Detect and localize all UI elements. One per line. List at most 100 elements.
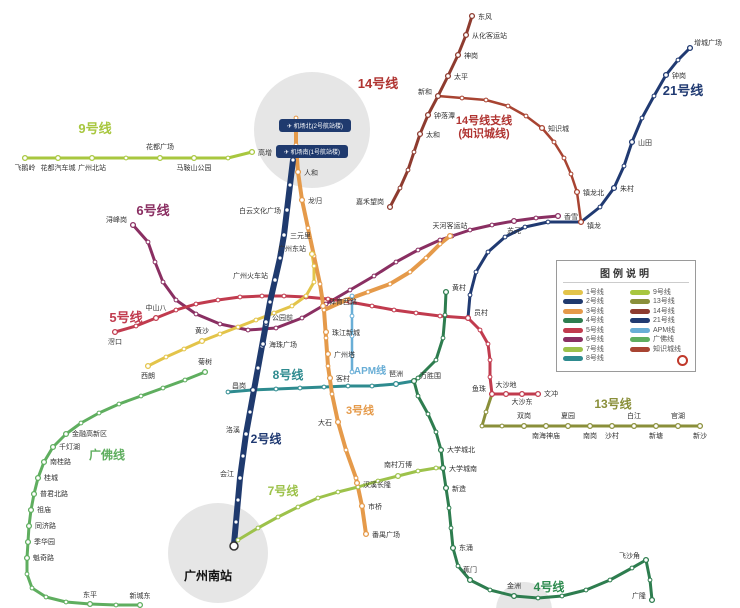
station-dot [241, 454, 245, 458]
station-label-知识城: 知识城 [548, 124, 569, 133]
metro-line-line6 [131, 214, 560, 332]
station-dot [173, 307, 179, 313]
station-dot [433, 465, 439, 471]
station-dot [437, 313, 443, 319]
station-dot [323, 335, 329, 341]
legend-line-swatch-icon [563, 346, 583, 352]
station-dot-双岗 [520, 422, 528, 430]
station-dot-神岗 [454, 51, 462, 59]
line-label-广佛线: 广佛线 [89, 447, 125, 462]
metro-line-line9 [23, 150, 254, 160]
station-dot-东平 [86, 600, 94, 608]
station-dot-官湖 [674, 422, 682, 430]
station-label-苏元: 苏元 [507, 226, 521, 235]
station-dot [349, 353, 355, 359]
legend-row: 5号线 [563, 327, 622, 334]
legend-row: 7号线 [563, 346, 622, 353]
station-dot [305, 225, 311, 231]
station-dot [597, 204, 603, 210]
station-label-大沙东: 大沙东 [512, 397, 533, 406]
station-dot-千灯湖 [49, 443, 57, 451]
station-dot-金融高新区 [62, 430, 70, 438]
station-label-从化客运站: 从化客运站 [472, 31, 507, 40]
station-label-神岗: 神岗 [464, 51, 478, 60]
station-dot [455, 563, 461, 569]
station-dot [369, 303, 375, 309]
station-label-嘉禾望岗: 嘉禾望岗 [356, 197, 384, 206]
station-dot [335, 489, 341, 495]
station-label-新塘: 新塘 [649, 431, 663, 440]
legend-item-label: 5号线 [586, 326, 604, 334]
station-dot [225, 389, 231, 395]
station-dot [256, 366, 260, 370]
station-label-南桂路: 南桂路 [50, 457, 71, 466]
station-dot [621, 163, 627, 169]
station-label-番禺广场: 番禺广场 [372, 530, 400, 539]
station-dot [499, 423, 505, 429]
station-dot [235, 324, 241, 330]
station-label-东涌: 东涌 [459, 543, 473, 552]
highlight-circle-2 [168, 503, 268, 603]
station-dot [629, 565, 635, 571]
station-dot [225, 155, 231, 161]
station-dot-万胜围 [410, 377, 418, 385]
station-dot-汉溪长隆 [353, 479, 361, 487]
station-label-大石: 大石 [318, 418, 332, 427]
station-dot [325, 363, 331, 369]
station-dot [145, 239, 151, 245]
station-dot [345, 383, 351, 389]
legend-line-swatch-icon [563, 289, 583, 295]
station-dot-马鞍山公园 [190, 154, 198, 162]
station-dot-从化客运站 [462, 31, 470, 39]
station-dot [349, 369, 355, 375]
station-dot [349, 313, 355, 319]
legend-item-label: 知识城线 [653, 345, 681, 353]
station-dot [487, 357, 493, 363]
station-dot [522, 224, 528, 230]
highlight-circle-3 [496, 582, 552, 608]
station-label-沙村: 沙村 [605, 431, 619, 440]
line-label-14号线支线: 14号线支线 [456, 113, 512, 127]
station-dot-番禺广场 [362, 530, 370, 538]
station-dot [235, 537, 241, 543]
station-label-新造: 新造 [452, 484, 466, 493]
station-label-广州北站: 广州北站 [78, 163, 106, 172]
station-label-同济路: 同济路 [35, 521, 56, 530]
station-dot [568, 171, 574, 177]
station-dot [397, 185, 403, 191]
station-dot [273, 386, 279, 392]
station-label-新沙: 新沙 [693, 431, 707, 440]
station-dot [371, 273, 377, 279]
station-dot [24, 571, 30, 577]
station-dot [311, 279, 317, 285]
station-dot [365, 289, 371, 295]
station-label-金融高新区: 金融高新区 [72, 429, 107, 438]
station-dot-琶洲 [392, 380, 400, 388]
station-dot-黄沙 [198, 337, 206, 345]
station-dot [288, 183, 292, 187]
station-label-白江: 白江 [627, 411, 641, 420]
station-dot-龙归 [298, 196, 306, 204]
station-dot-蕉门 [466, 576, 474, 584]
station-dot-同济路 [25, 522, 33, 530]
station-dot [321, 384, 327, 390]
station-dot-公园前 [262, 318, 270, 326]
line-label-21号线: 21号线 [663, 83, 703, 98]
station-dot [303, 293, 309, 299]
station-dot-广隆 [648, 596, 656, 604]
airport-station-label-1: ✈ 机场北(2号航站楼) [287, 122, 343, 130]
legend-item-label: 6号线 [586, 336, 604, 343]
station-label-广州塔: 广州塔 [334, 350, 355, 359]
station-dot [78, 420, 84, 426]
station-label-大学城北: 大学城北 [447, 445, 475, 454]
legend-line-swatch-icon [630, 327, 650, 333]
station-dot [160, 385, 166, 391]
legend-item-label: 3号线 [586, 307, 604, 315]
station-label-白云文化广场: 白云文化广场 [239, 206, 281, 215]
station-dot [415, 393, 421, 399]
station-dot [273, 325, 279, 331]
